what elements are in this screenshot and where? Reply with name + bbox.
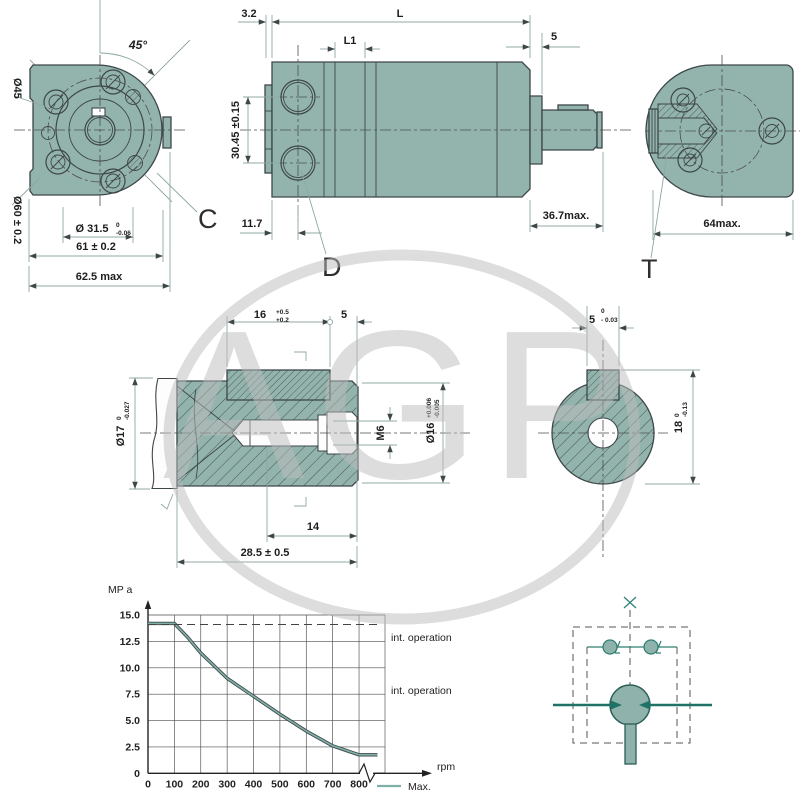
view-letter-C: C [198,204,218,234]
svg-text:10.0: 10.0 [120,662,141,674]
front-tab [162,116,172,149]
mounting-holes [43,69,126,194]
k16-label: 16 [254,309,266,321]
d18-label: 18 [673,421,685,433]
svg-text:500: 500 [271,779,289,791]
legend-max-label: Max. [408,781,431,793]
drain-plug-section [648,103,718,159]
axis-break [358,762,376,784]
front-view: 45° Ø45 Ø60 ± 0.2 Ø 31.5 0 -0.06 61 ± 0.… [11,0,218,292]
view-letter-T: T [641,254,658,284]
svg-text:5.0: 5.0 [125,715,140,727]
dia315-label: Ø 31.5 [75,223,108,235]
svg-text:7.5: 7.5 [125,689,140,701]
shaft-key [557,104,589,111]
drain-x-icon [623,596,637,609]
rear-view: 64max. T [641,55,800,284]
svg-text:700: 700 [324,779,342,791]
port-face [264,84,273,174]
t285-label: 28.5 ± 0.5 [241,547,290,559]
ports-dim-label: 30.45 ±0.15 [230,101,242,159]
dia16-tol-lo: -0.005 [434,399,441,418]
xsec-k5-hi: 0 [601,308,605,315]
chart-ylabel: MP a [108,584,132,596]
keyway-notch [91,107,106,117]
svg-text:0: 0 [134,768,140,780]
svg-text:0: 0 [145,779,151,791]
t367-label: 36.7max. [543,210,589,222]
t117-label: 11.7 [242,218,263,230]
side-view: 3.2 L L1 5 30.45 ±0.15 11.7 36.7max. D [230,8,632,282]
dia315-tol-lo: -0.06 [116,230,131,237]
d18-tol-lo: -0.13 [682,402,689,417]
dia45-label: Ø45 [11,78,23,99]
pressure-chart: 0 100 200 300 400 500 600 700 800 0 2.5 5.0 7.5 10.0 1… [108,584,455,793]
surface-finish-mark [160,493,174,510]
dia16-label: Ø16 [425,423,437,444]
annotation-int-operation-2: int. operation [391,685,452,697]
svg-text:800: 800 [350,779,368,791]
t5-label: 5 [551,31,557,43]
hydraulic-schematic [553,596,712,765]
svg-text:300: 300 [218,779,236,791]
L-label: L [397,8,404,20]
svg-text:15.0: 15.0 [120,610,141,622]
svg-text:2.5: 2.5 [125,741,140,753]
angle-45-label: 45° [128,38,147,52]
w64-label: 64max. [703,218,740,230]
svg-text:400: 400 [245,779,263,791]
dia315-tol-hi: 0 [116,222,120,229]
threaded-ports-front [125,89,143,171]
svg-text:100: 100 [166,779,184,791]
xsec-k5-lo: - 0.03 [601,317,618,324]
k16-tol-hi: +0.5 [276,309,289,316]
dia17-label: Ø17 [115,426,127,447]
key-block [226,369,331,401]
t32-label: 3.2 [241,8,256,20]
dia16-tol-hi: +0.006 [426,398,433,418]
motor-shaft-symbol [624,723,637,765]
svg-text:600: 600 [298,779,316,791]
chart-plot-area: 0 100 200 300 400 500 600 700 800 0 2.5 5.0 7.5 10.0 1… [120,603,386,791]
chart-xlabel: rpm [437,761,455,773]
w625-label: 62.5 max [76,271,123,283]
dia17-tol-lo: -0.027 [124,401,131,420]
w61-label: 61 ± 0.2 [76,241,116,253]
k5-label: 5 [341,309,347,321]
annotation-int-operation-1: int. operation [391,632,452,644]
svg-text:12.5: 12.5 [120,636,141,648]
t14-label: 14 [307,521,320,533]
drain-hole [41,126,55,140]
d18-tol-hi: 0 [674,413,681,417]
shaft-section-view: Ø17 0 -0.027 16 +0.5 +0.2 5 M6 Ø16 +0.00… [115,309,470,568]
m6-label: M6 [375,425,387,440]
dia60-label: Ø60 ± 0.2 [11,196,23,244]
watermark: AGP [163,249,641,625]
watermark-text: AGP [163,286,641,523]
dia17-tol-hi: 0 [116,416,123,420]
L1-label: L1 [344,35,357,47]
k16-tol-lo: +0.2 [276,317,289,324]
svg-text:200: 200 [192,779,210,791]
xsec-k5-label: 5 [589,314,595,326]
check-valves [602,639,662,655]
